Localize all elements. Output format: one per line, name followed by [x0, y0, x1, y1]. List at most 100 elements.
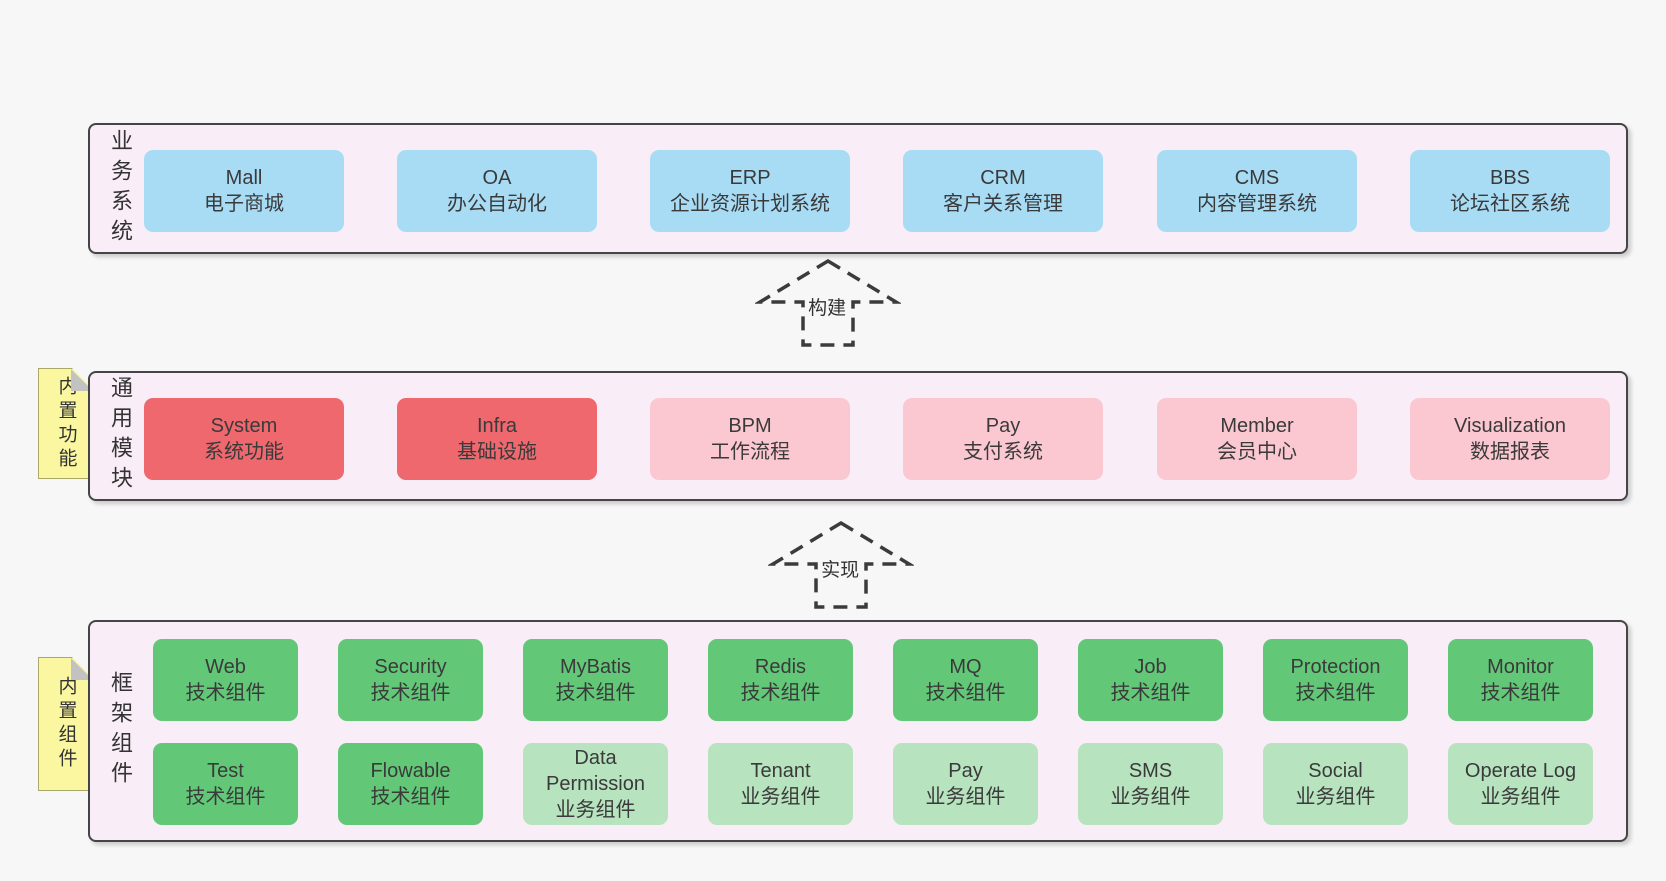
tag-text: 内置组件 — [55, 676, 77, 772]
box-mall: Mall 电子商城 — [144, 150, 344, 232]
box-mq: MQ 技术组件 — [893, 639, 1038, 721]
box-subtitle: 基础设施 — [457, 441, 537, 463]
box-subtitle: 技术组件 — [740, 682, 821, 704]
tag-text: 内置功能 — [55, 375, 77, 472]
box-subtitle: 业务组件 — [925, 786, 1006, 808]
box-social: Social 业务组件 — [1263, 743, 1408, 825]
box-title: Job — [1134, 656, 1167, 678]
box-title: SMS — [1128, 760, 1173, 782]
box-subtitle: 业务组件 — [740, 786, 821, 808]
box-title: Visualization — [1454, 415, 1566, 437]
box-bpm: BPM 工作流程 — [650, 398, 850, 480]
box-mybatis: MyBatis 技术组件 — [523, 639, 668, 721]
box-monitor: Monitor 技术组件 — [1448, 639, 1593, 721]
box-subtitle: 业务组件 — [1480, 786, 1561, 808]
box-tenant: Tenant 业务组件 — [708, 743, 853, 825]
box-title: Mall — [225, 167, 263, 189]
box-title: Redis — [754, 656, 807, 678]
layer-business-systems: 业务系统 Mall 电子商城 OA 办公自动化 ERP 企业资源计划系统 CRM… — [88, 123, 1628, 254]
tag-built-in-features: 内置功能 — [38, 368, 94, 479]
box-title: Data Permission — [546, 747, 645, 795]
box-title: Pay — [985, 415, 1021, 437]
box-protection: Protection 技术组件 — [1263, 639, 1408, 721]
box-pay: Pay 支付系统 — [903, 398, 1103, 480]
box-subtitle: 客户关系管理 — [943, 193, 1063, 215]
box-redis: Redis 技术组件 — [708, 639, 853, 721]
box-subtitle: 内容管理系统 — [1197, 193, 1317, 215]
box-title: BPM — [728, 415, 772, 437]
box-sms: SMS 业务组件 — [1078, 743, 1223, 825]
box-subtitle: 支付系统 — [963, 441, 1043, 463]
box-subtitle: 企业资源计划系统 — [670, 193, 830, 215]
layer-business-label: 业务系统 — [108, 128, 133, 249]
box-title: Member — [1220, 415, 1294, 437]
box-title: CRM — [980, 167, 1026, 189]
box-oa: OA 办公自动化 — [397, 150, 597, 232]
box-bbs: BBS 论坛社区系统 — [1410, 150, 1610, 232]
box-subtitle: 技术组件 — [555, 682, 636, 704]
box-member: Member 会员中心 — [1157, 398, 1357, 480]
box-subtitle: 技术组件 — [925, 682, 1006, 704]
box-system: System 系统功能 — [144, 398, 344, 480]
box-security: Security 技术组件 — [338, 639, 483, 721]
box-subtitle: 技术组件 — [185, 786, 266, 808]
box-test: Test 技术组件 — [153, 743, 298, 825]
box-title: Operate Log — [1464, 760, 1577, 782]
up-arrow-icon — [768, 520, 914, 609]
box-subtitle: 业务组件 — [1295, 786, 1376, 808]
box-web: Web 技术组件 — [153, 639, 298, 721]
box-operate-log: Operate Log 业务组件 — [1448, 743, 1593, 825]
box-subtitle: 数据报表 — [1470, 441, 1550, 463]
box-title: Web — [205, 656, 246, 678]
box-subtitle: 技术组件 — [1480, 682, 1561, 704]
box-data-permission: Data Permission 业务组件 — [523, 743, 668, 825]
box-subtitle: 技术组件 — [1110, 682, 1191, 704]
build-arrow-label: 构建 — [805, 293, 850, 320]
box-title: Tenant — [750, 760, 811, 782]
box-crm: CRM 客户关系管理 — [903, 150, 1103, 232]
box-subtitle: 系统功能 — [204, 441, 284, 463]
box-subtitle: 会员中心 — [1217, 441, 1297, 463]
box-title: Monitor — [1487, 656, 1554, 678]
box-title: MQ — [949, 656, 982, 678]
implement-arrow-label: 实现 — [818, 555, 863, 582]
box-title: CMS — [1234, 167, 1280, 189]
box-job: Job 技术组件 — [1078, 639, 1223, 721]
box-title: ERP — [729, 167, 771, 189]
box-subtitle: 技术组件 — [370, 682, 451, 704]
box-flowable: Flowable 技术组件 — [338, 743, 483, 825]
box-subtitle: 工作流程 — [710, 441, 790, 463]
up-arrow-icon — [755, 258, 901, 347]
build-arrow: 构建 — [755, 257, 901, 349]
box-title: System — [210, 415, 278, 437]
layer-modules-label: 通用模块 — [108, 376, 133, 496]
box-title: MyBatis — [559, 656, 632, 678]
box-subtitle: 业务组件 — [555, 799, 636, 821]
layer-common-modules: 通用模块 System 系统功能 Infra 基础设施 BPM 工作流程 Pay… — [88, 371, 1628, 501]
layer-framework-components: 框架组件 Web 技术组件 Security 技术组件 MyBatis 技术组件… — [88, 620, 1628, 842]
box-cms: CMS 内容管理系统 — [1157, 150, 1357, 232]
box-title: Pay — [948, 760, 983, 782]
box-subtitle: 技术组件 — [370, 786, 451, 808]
tag-built-in-components: 内置组件 — [38, 657, 94, 791]
box-title: BBS — [1489, 167, 1531, 189]
box-pay-biz: Pay 业务组件 — [893, 743, 1038, 825]
box-title: OA — [482, 167, 512, 189]
box-visualization: Visualization 数据报表 — [1410, 398, 1610, 480]
box-subtitle: 办公自动化 — [447, 193, 547, 215]
box-title: Test — [207, 760, 244, 782]
box-subtitle: 论坛社区系统 — [1450, 193, 1570, 215]
box-title: Flowable — [370, 760, 451, 782]
box-infra: Infra 基础设施 — [397, 398, 597, 480]
box-subtitle: 电子商城 — [204, 193, 284, 215]
box-title: Social — [1308, 760, 1363, 782]
box-title: Protection — [1290, 656, 1381, 678]
implement-arrow: 实现 — [768, 519, 914, 611]
box-subtitle: 业务组件 — [1110, 786, 1191, 808]
box-subtitle: 技术组件 — [1295, 682, 1376, 704]
box-erp: ERP 企业资源计划系统 — [650, 150, 850, 232]
box-title: Infra — [476, 415, 518, 437]
layer-framework-label: 框架组件 — [108, 671, 133, 791]
box-title: Security — [374, 656, 447, 678]
